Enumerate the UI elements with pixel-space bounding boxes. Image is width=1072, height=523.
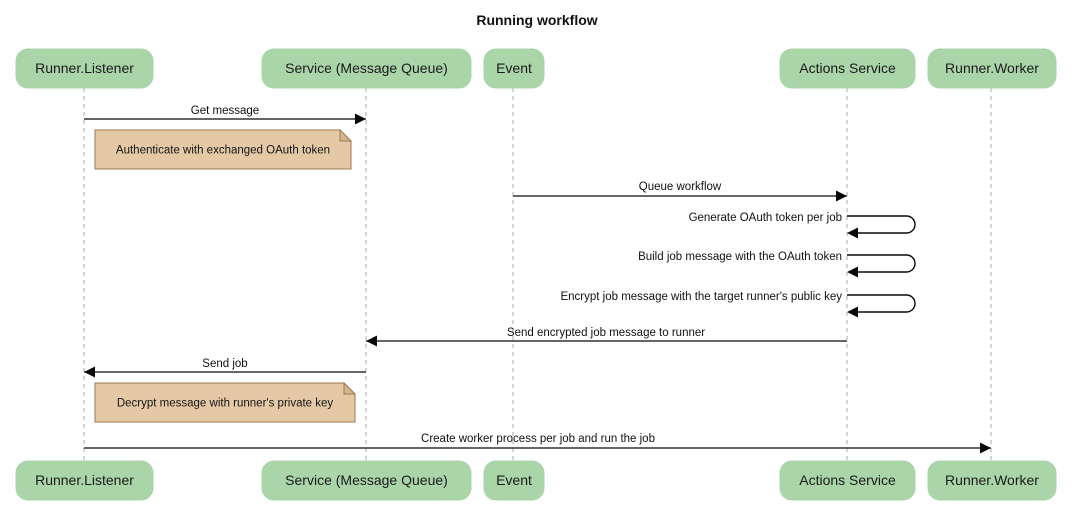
message-queue-workflow[interactable]: Queue workflow	[513, 181, 847, 202]
self-message-path	[847, 254, 916, 273]
lifelines-group	[83, 88, 992, 461]
participant-box	[15, 460, 154, 501]
participant-event-bottom[interactable]: Event	[483, 460, 545, 501]
participant-label: Runner.Listener	[35, 60, 134, 76]
participant-box	[927, 48, 1057, 89]
participant-box	[261, 48, 472, 89]
message-create-worker-process-per-job-and-run-the-job[interactable]: Create worker process per job and run th…	[84, 433, 991, 454]
message-label: Encrypt job message with the target runn…	[560, 291, 842, 303]
participant-label: Event	[496, 472, 532, 488]
participant-label: Runner.Worker	[945, 472, 1039, 488]
participant-runner-worker-top[interactable]: Runner.Worker	[927, 48, 1057, 89]
notes-group: Authenticate with exchanged OAuth tokenD…	[94, 128, 357, 423]
participant-label: Runner.Worker	[945, 60, 1039, 76]
diagram-title-group: Running workflow	[476, 12, 597, 28]
message-encrypt-job-message-with-the-target-runners-public-key[interactable]: Encrypt job message with the target runn…	[560, 291, 916, 318]
message-label: Create worker process per job and run th…	[421, 433, 655, 445]
participant-label: Service (Message Queue)	[285, 60, 448, 76]
participant-label: Actions Service	[799, 472, 896, 488]
note-body	[94, 129, 352, 170]
arrowhead-icon	[980, 442, 991, 454]
participant-box	[483, 460, 545, 501]
arrowhead-icon	[84, 366, 95, 378]
arrowhead-icon	[847, 266, 858, 278]
message-send-encrypted-job-message-to-runner[interactable]: Send encrypted job message to runner	[366, 327, 847, 347]
participant-service-message-queue-top[interactable]: Service (Message Queue)	[261, 48, 472, 89]
participant-actions-service-top[interactable]: Actions Service	[779, 48, 916, 89]
participant-actions-service-bottom[interactable]: Actions Service	[779, 460, 916, 501]
note-fold-corner-icon	[339, 128, 353, 142]
note-authenticate-with-exchanged-oauth-token: Authenticate with exchanged OAuth token	[94, 128, 353, 170]
participant-runner-listener-bottom[interactable]: Runner.Listener	[15, 460, 154, 501]
participant-label: Runner.Listener	[35, 472, 134, 488]
participant-box	[779, 48, 916, 89]
participant-label: Service (Message Queue)	[285, 472, 448, 488]
arrowhead-icon	[366, 335, 377, 347]
participant-label: Actions Service	[799, 60, 896, 76]
participant-box	[15, 48, 154, 89]
arrowhead-icon	[355, 113, 366, 125]
participant-runner-listener-top[interactable]: Runner.Listener	[15, 48, 154, 89]
participant-service-message-queue-bottom[interactable]: Service (Message Queue)	[261, 460, 472, 501]
message-label: Generate OAuth token per job	[689, 212, 842, 224]
note-fold-corner-icon	[343, 381, 357, 395]
arrowhead-icon	[847, 306, 858, 318]
participant-box	[927, 460, 1057, 501]
arrowhead-icon	[836, 190, 847, 202]
participant-runner-worker-bottom[interactable]: Runner.Worker	[927, 460, 1057, 501]
self-message-path	[847, 215, 916, 234]
arrowhead-icon	[847, 227, 858, 239]
participant-event-top[interactable]: Event	[483, 48, 545, 89]
self-message-path	[847, 294, 916, 313]
message-get-message[interactable]: Get message	[84, 105, 366, 125]
note-body	[94, 382, 356, 423]
message-label: Get message	[191, 105, 259, 117]
message-label: Build job message with the OAuth token	[638, 251, 842, 263]
message-generate-oauth-token-per-job[interactable]: Generate OAuth token per job	[689, 212, 916, 239]
message-send-job[interactable]: Send job	[84, 358, 366, 378]
participant-box	[261, 460, 472, 501]
page-title: Running workflow	[476, 12, 597, 28]
message-label: Send encrypted job message to runner	[507, 327, 705, 339]
participant-box	[483, 48, 545, 89]
note-label: Authenticate with exchanged OAuth token	[116, 145, 330, 157]
message-label: Send job	[202, 358, 247, 370]
message-build-job-message-with-the-oauth-token[interactable]: Build job message with the OAuth token	[638, 251, 916, 278]
note-label: Decrypt message with runner's private ke…	[117, 398, 334, 410]
participant-box	[779, 460, 916, 501]
participant-label: Event	[496, 60, 532, 76]
message-label: Queue workflow	[639, 181, 722, 193]
note-decrypt-message-with-runners-private-key: Decrypt message with runner's private ke…	[94, 381, 357, 423]
